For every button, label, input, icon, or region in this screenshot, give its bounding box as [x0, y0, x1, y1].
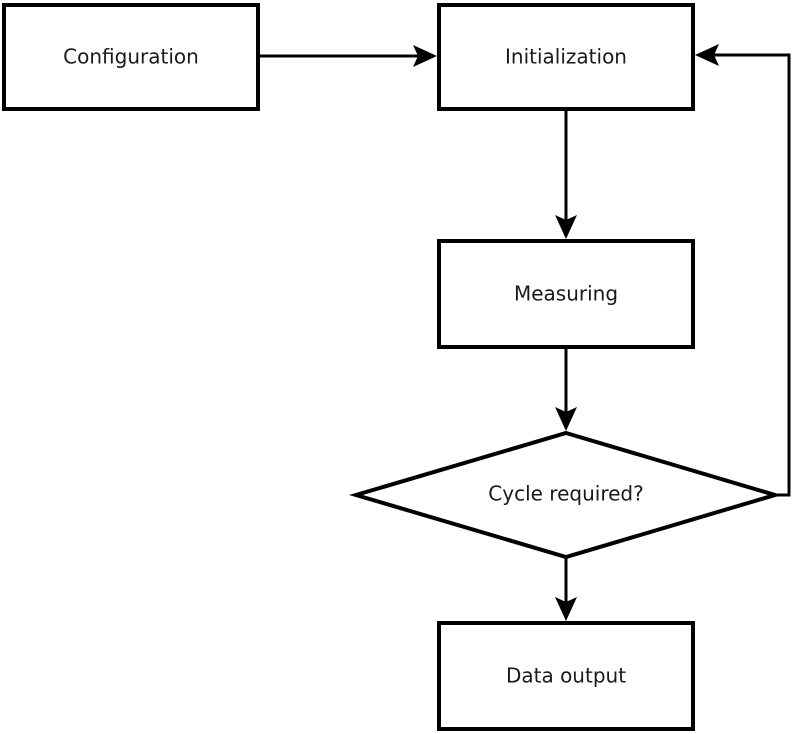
- node-initialization[interactable]: Initialization: [437, 3, 695, 111]
- node-measuring[interactable]: Measuring: [437, 239, 695, 349]
- initialization-box[interactable]: [437, 3, 695, 111]
- arrow-head-down-into-measuring: [555, 215, 577, 239]
- measuring-label: Measuring: [514, 282, 618, 306]
- arrow-head-left-into-initialization: [695, 44, 719, 66]
- edge-configuration-to-initialization: [260, 45, 437, 67]
- edge-cycle-required-to-data-output: [555, 556, 577, 621]
- edge-cycle-required-to-initialization-loop: [695, 44, 791, 497]
- edge-line-feedback-loop: [708, 53, 791, 497]
- arrow-head-down-into-diamond: [555, 407, 577, 431]
- arrow-head-down-into-data-output: [555, 597, 577, 621]
- node-configuration[interactable]: Configuration: [2, 3, 260, 111]
- initialization-label: Initialization: [505, 45, 627, 69]
- data-output-box[interactable]: [437, 621, 695, 731]
- cycle-required-diamond[interactable]: [348, 430, 783, 560]
- edge-measuring-to-cycle-required: [555, 349, 577, 431]
- data-output-label: Data output: [506, 664, 626, 688]
- node-cycle-required[interactable]: Cycle required?: [348, 430, 783, 560]
- configuration-label: Configuration: [63, 45, 199, 69]
- configuration-box[interactable]: [2, 3, 260, 111]
- node-data-output[interactable]: Data output: [437, 621, 695, 731]
- cycle-required-label: Cycle required?: [488, 482, 643, 506]
- measuring-box[interactable]: [437, 239, 695, 349]
- edge-initialization-to-measuring: [555, 111, 577, 239]
- arrow-head-right-into-initialization: [413, 45, 437, 67]
